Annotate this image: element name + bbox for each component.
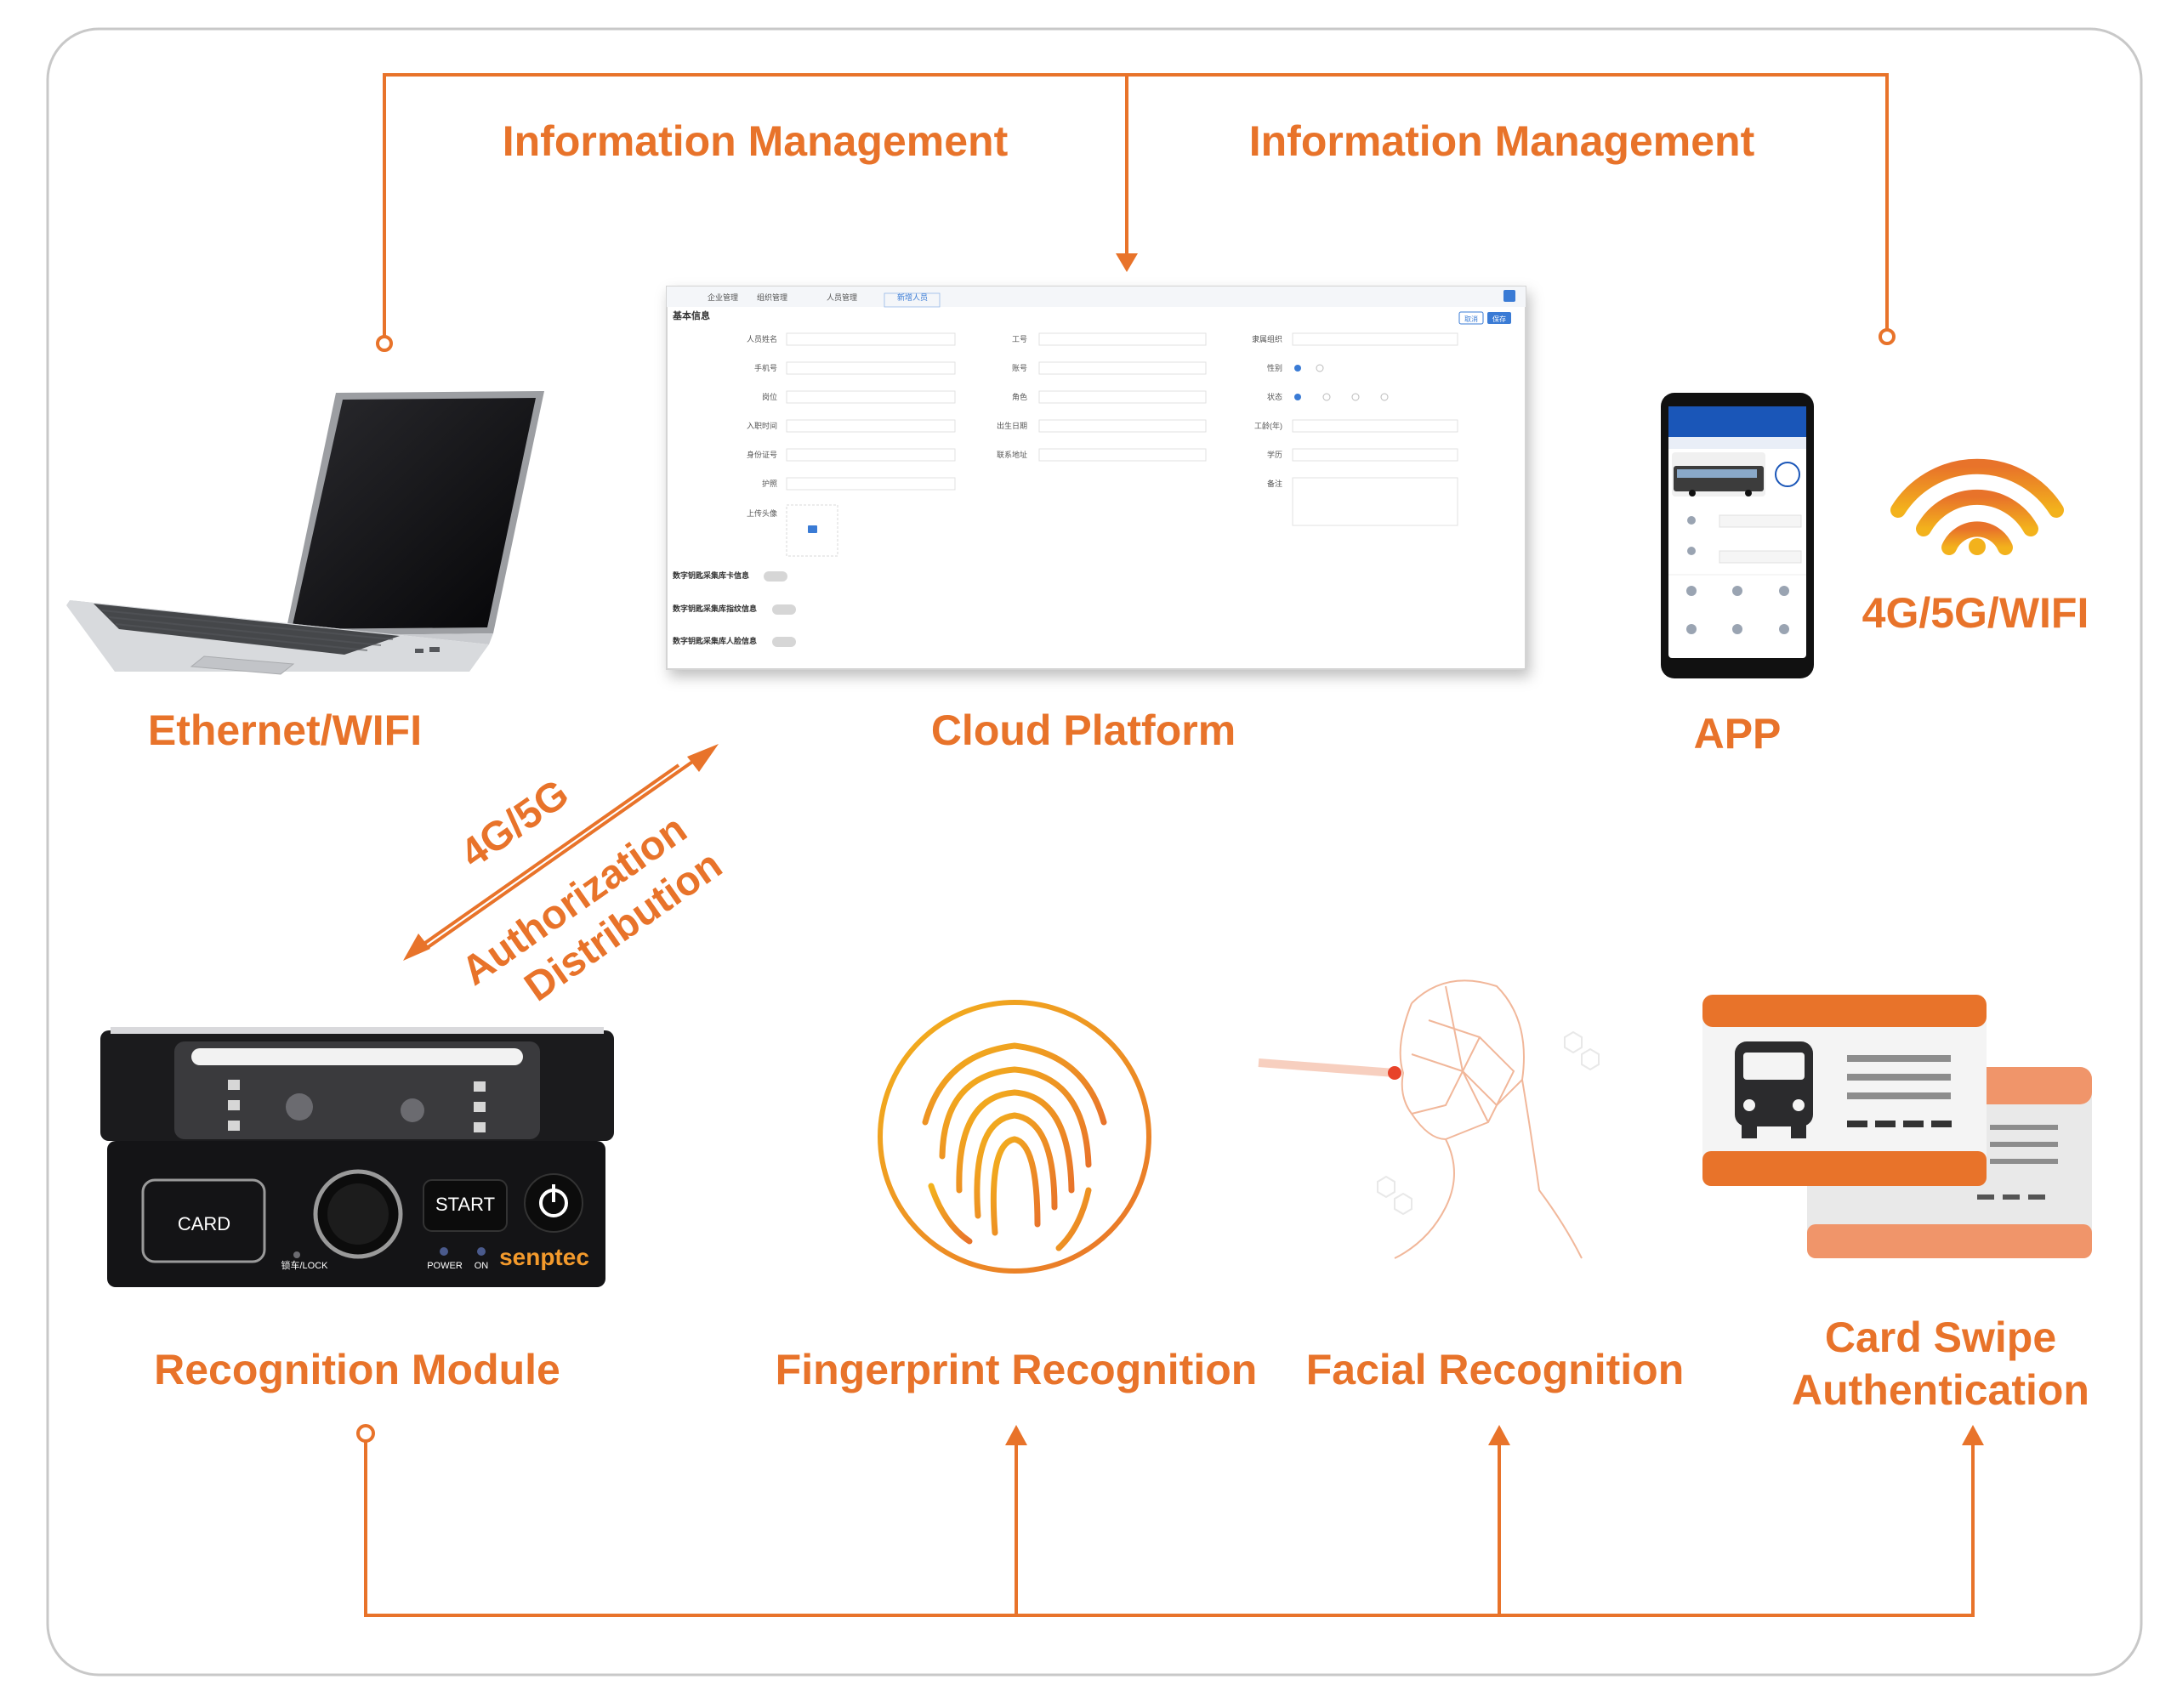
cloud-toggle-label: 数字钥匙采集库人脸信息 — [673, 636, 757, 645]
bottom-connector-lines — [364, 1441, 1975, 1617]
cloud-toggle-label: 数字钥匙采集库指纹信息 — [673, 604, 757, 613]
wireless-label: 4G/5G/WIFI — [1862, 589, 2089, 637]
cloud-select[interactable] — [1038, 390, 1207, 404]
cloud-field-label: 状态 — [1267, 392, 1282, 401]
cloud-field-label: 性别 — [1267, 363, 1282, 372]
module-connector-node — [356, 1424, 375, 1443]
card-swipe-label-line1: Card Swipe — [1825, 1314, 2056, 1361]
cloud-field-label: 学历 — [1267, 450, 1282, 459]
cloud-textarea[interactable] — [1292, 477, 1458, 526]
cloud-tab-active-indicator — [884, 292, 941, 308]
module-start-label: START — [435, 1194, 495, 1215]
top-connector-lines — [383, 73, 1889, 336]
cloud-input[interactable] — [1038, 448, 1207, 462]
cloud-date-input[interactable] — [1038, 419, 1207, 433]
cloud-field-label: 手机号 — [754, 363, 777, 372]
module-power-label: POWER — [427, 1261, 463, 1271]
cloud-field-label: 工号 — [1012, 335, 1027, 343]
facial-label: Facial Recognition — [1306, 1346, 1685, 1393]
wifi-icon — [1890, 458, 2064, 555]
card-swipe-illustration — [1702, 995, 2092, 1258]
face-scan-icon — [1258, 979, 1600, 1259]
cloud-toggle-label: 数字钥匙采集库卡信息 — [673, 570, 749, 580]
cloud-input[interactable] — [1292, 419, 1458, 433]
cloud-input[interactable] — [786, 448, 956, 462]
module-on-label: ON — [475, 1261, 489, 1271]
ethernet-wifi-label: Ethernet/WIFI — [148, 706, 422, 754]
cloud-field-label: 隶属组织 — [1252, 334, 1282, 343]
fingerprint-arrowhead — [1005, 1425, 1027, 1445]
laptop-connector-node — [376, 335, 393, 352]
cloud-input[interactable] — [786, 361, 956, 375]
module-card-label: CARD — [178, 1213, 230, 1234]
cloud-save-button[interactable] — [1487, 312, 1511, 324]
cloud-tab-3[interactable]: 人员管理 — [827, 292, 857, 302]
top-center-arrowhead — [1116, 253, 1138, 272]
cloud-select[interactable] — [1292, 332, 1458, 346]
cloud-field-label: 入职时间 — [747, 421, 777, 430]
cloud-menu-icon[interactable] — [1503, 290, 1515, 302]
cloud-field-label: 角色 — [1012, 392, 1027, 401]
cloud-section-title: 基本信息 — [672, 309, 710, 321]
cloud-input[interactable] — [786, 332, 956, 346]
card-arrowhead — [1962, 1425, 1984, 1445]
authorization-link-arrows — [406, 757, 699, 956]
cloud-save-label: 保存 — [1492, 315, 1506, 323]
cloud-toggle-switch[interactable] — [772, 604, 796, 615]
fingerprint-icon — [878, 1000, 1151, 1274]
cloud-toggle-switch[interactable] — [772, 637, 796, 647]
authorization-arrowhead-down — [403, 933, 430, 961]
camera-icon — [808, 525, 817, 533]
info-mgmt-right-label: Information Management — [1249, 117, 1755, 165]
laptop-illustration — [66, 391, 544, 675]
cloud-tab-2[interactable]: 组织管理 — [757, 292, 787, 302]
card-swipe-label-line2: Authentication — [1792, 1366, 2089, 1414]
cloud-cancel-button[interactable] — [1458, 311, 1484, 325]
cloud-toggle-switch[interactable] — [764, 571, 787, 582]
cloud-tab-4[interactable]: 新增人员 — [897, 292, 928, 302]
cloud-radio[interactable] — [1322, 393, 1331, 401]
cloud-input[interactable] — [1038, 332, 1207, 346]
cloud-radio[interactable] — [1294, 394, 1301, 400]
cloud-input[interactable] — [786, 477, 956, 491]
cloud-field-label: 工龄(年) — [1254, 421, 1282, 430]
cloud-field-label: 联系地址 — [997, 450, 1027, 459]
cloud-platform-screenshot: 企业管理 组织管理 人员管理 新增人员 基本信息 取消 保存 人员姓名 手机号 … — [666, 286, 1526, 670]
cloud-select[interactable] — [1292, 448, 1458, 462]
cloud-radio[interactable] — [1294, 365, 1301, 372]
cloud-field-label: 备注 — [1267, 479, 1282, 488]
cloud-platform-label: Cloud Platform — [931, 706, 1236, 754]
cloud-radio[interactable] — [1316, 364, 1324, 372]
cloud-field-label: 护照 — [762, 479, 777, 488]
authorization-arrowhead-up — [687, 744, 719, 772]
cloud-field-label: 上传头像 — [747, 508, 777, 518]
cloud-radio[interactable] — [1380, 393, 1389, 401]
recognition-module-label: Recognition Module — [154, 1346, 560, 1393]
cloud-select[interactable] — [786, 390, 956, 404]
wifi-dot — [1969, 538, 1986, 555]
cloud-tab-1[interactable]: 企业管理 — [708, 292, 738, 302]
cloud-field-label: 出生日期 — [997, 421, 1027, 430]
cloud-field-label: 岗位 — [762, 392, 777, 401]
info-mgmt-left-label: Information Management — [503, 117, 1009, 165]
cloud-field-label: 身份证号 — [747, 450, 777, 459]
module-lock-label: 锁车/LOCK — [281, 1259, 328, 1271]
app-connector-node — [1879, 328, 1896, 345]
facial-arrowhead — [1488, 1425, 1510, 1445]
cloud-input[interactable] — [1038, 361, 1207, 375]
module-brand-logo: senptec — [499, 1244, 589, 1270]
cloud-cancel-label: 取消 — [1464, 315, 1478, 323]
cloud-date-input[interactable] — [786, 419, 956, 433]
cloud-radio[interactable] — [1351, 393, 1360, 401]
app-label: APP — [1694, 710, 1782, 758]
fingerprint-label: Fingerprint Recognition — [776, 1346, 1258, 1393]
recognition-module-illustration — [100, 1027, 614, 1287]
cloud-field-label: 人员姓名 — [747, 334, 777, 343]
cloud-field-label: 账号 — [1012, 364, 1027, 372]
phone-illustration — [1661, 393, 1814, 678]
